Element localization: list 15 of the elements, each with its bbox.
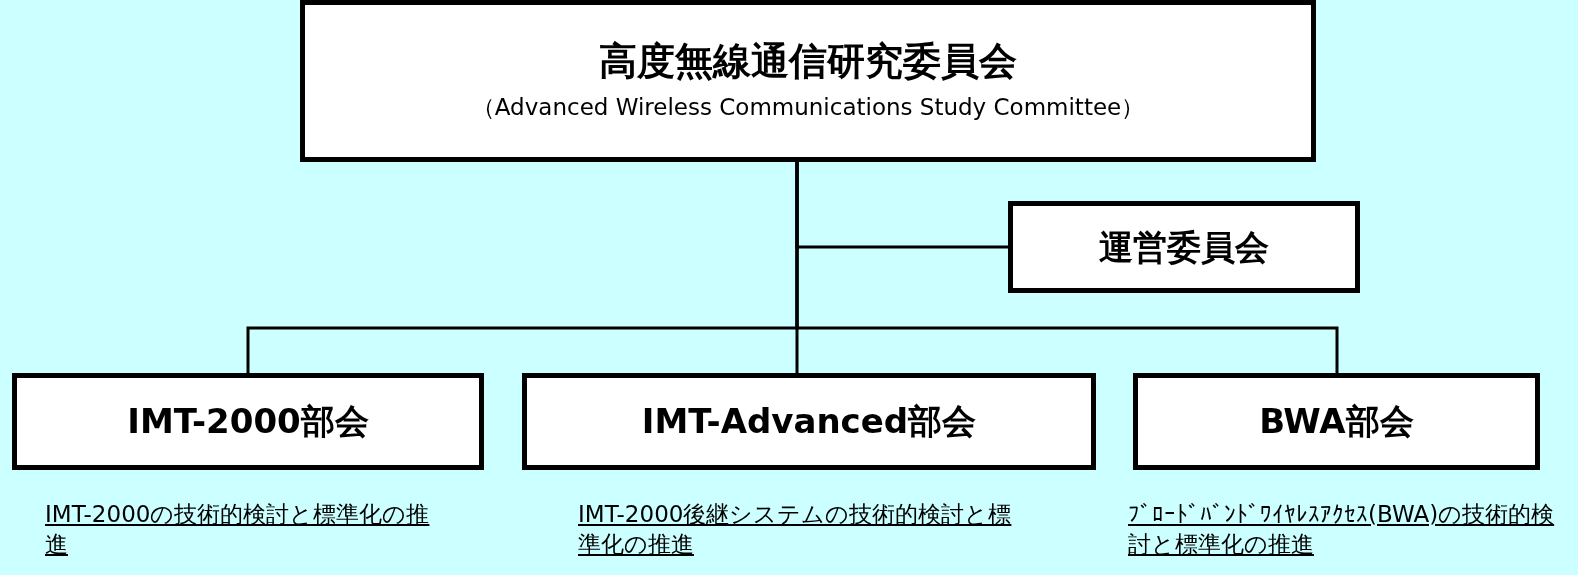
committee-name: BWA部会 [1259, 400, 1414, 443]
committee-box [12, 373, 484, 470]
committee-name: IMT-Advanced部会 [641, 400, 977, 443]
connector-line [795, 162, 1339, 373]
committee-name: 運営委員会 [1099, 225, 1269, 269]
committee-box [1133, 373, 1540, 470]
description-text: ﾌﾞﾛｰﾄﾞﾊﾞﾝﾄﾞﾜｲﾔﾚｽｱｸｾｽ(BWA)の技術的検討と標準化の推進 [1128, 500, 1556, 559]
committee-name: IMT-2000部会 [127, 400, 369, 443]
committee-name: 高度無線通信研究委員会 [599, 38, 1017, 85]
committee-box [1008, 201, 1360, 293]
committee-subtitle: （Advanced Wireless Communications Study Committee） [471, 92, 1145, 122]
description-text: IMT-2000の技術的検討と標準化の推進 [45, 500, 431, 559]
committee-box [522, 373, 1096, 470]
description-text: IMT-2000後継システムの技術的検討と標準化の推進 [578, 500, 1013, 559]
committee-box [300, 0, 1316, 162]
